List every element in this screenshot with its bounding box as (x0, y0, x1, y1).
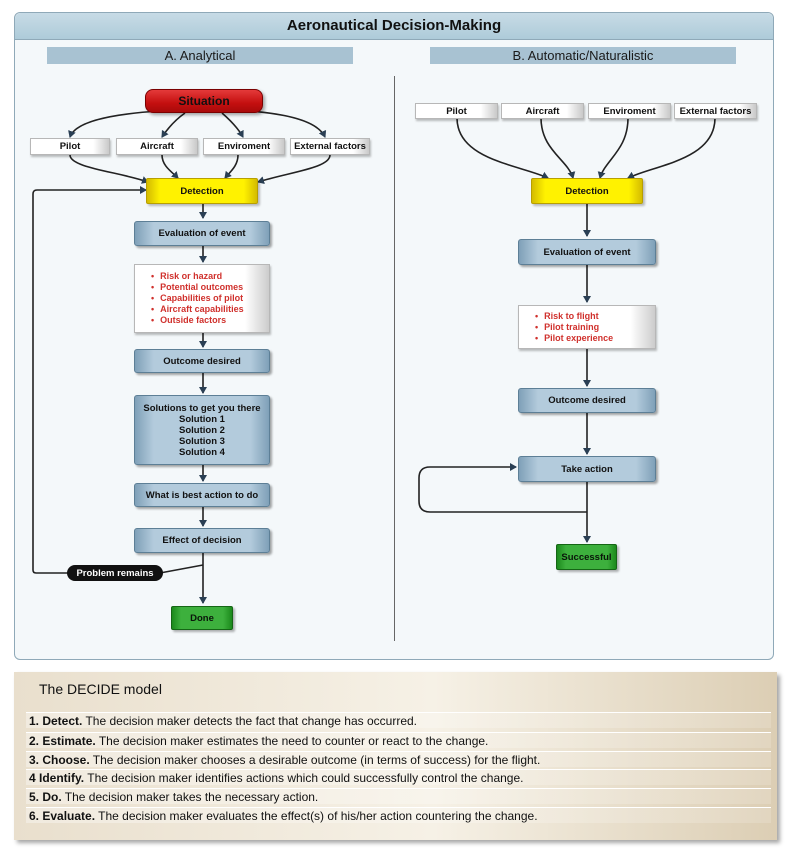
done-node: Done (171, 606, 233, 630)
decide-step-text: The decision maker chooses a desirable o… (89, 753, 541, 767)
naturalistic-outcome-desired: Outcome desired (518, 388, 656, 413)
decide-step-text: The decision maker estimates the need to… (95, 734, 489, 748)
decide-step-text: The decision maker takes the necessary a… (61, 790, 319, 804)
solution-item: Solution 3 (179, 435, 225, 447)
naturalistic-heading: B. Automatic/Naturalistic (430, 47, 736, 64)
decide-step: 3. Choose. The decision maker chooses a … (26, 751, 771, 767)
naturalistic-factor-aircraft: Aircraft (501, 103, 584, 119)
take-action-node: Take action (518, 456, 656, 482)
naturalistic-detection: Detection (531, 178, 643, 204)
consideration-item: Outside factors (151, 315, 269, 326)
successful-node: Successful (556, 544, 617, 570)
decide-step: 2. Estimate. The decision maker estimate… (26, 732, 771, 748)
consideration-item: Pilot training (535, 322, 655, 333)
consideration-item: Aircraft capabilities (151, 304, 269, 315)
decide-title: The DECIDE model (39, 681, 162, 697)
solutions-node: Solutions to get you there Solution 1 So… (134, 395, 270, 465)
consideration-item: Potential outcomes (151, 282, 269, 293)
solutions-title: Solutions to get you there (143, 402, 261, 414)
consideration-item: Risk to flight (535, 311, 655, 322)
analytical-evaluation: Evaluation of event (134, 221, 270, 246)
naturalistic-factor-pilot: Pilot (415, 103, 498, 119)
decide-step: 1. Detect. The decision maker detects th… (26, 712, 771, 728)
decide-step-label: 5. Do. (29, 790, 62, 804)
analytical-factor-aircraft: Aircraft (116, 138, 198, 155)
decide-step-text: The decision maker evaluates the effect(… (95, 809, 538, 823)
decide-step: 4 Identify. The decision maker identifie… (26, 769, 771, 785)
solution-item: Solution 2 (179, 424, 225, 436)
solution-item: Solution 1 (179, 413, 225, 425)
consideration-item: Pilot experience (535, 333, 655, 344)
analytical-heading: A. Analytical (47, 47, 353, 64)
analytical-factor-pilot: Pilot (30, 138, 110, 155)
naturalistic-considerations: Risk to flight Pilot training Pilot expe… (518, 305, 656, 349)
column-divider (394, 76, 395, 641)
effect-of-decision-node: Effect of decision (134, 528, 270, 553)
decide-step-text: The decision maker identifies actions wh… (84, 771, 524, 785)
analytical-detection: Detection (146, 178, 258, 204)
decide-step-label: 1. Detect. (29, 714, 83, 728)
decide-step-label: 6. Evaluate. (29, 809, 96, 823)
decide-step: 6. Evaluate. The decision maker evaluate… (26, 807, 771, 823)
naturalistic-factor-external: External factors (674, 103, 757, 119)
analytical-factor-environment: Enviroment (203, 138, 285, 155)
consideration-item: Risk or hazard (151, 271, 269, 282)
solution-item: Solution 4 (179, 446, 225, 458)
decide-step-text: The decision maker detects the fact that… (82, 714, 417, 728)
decide-step: 5. Do. The decision maker takes the nece… (26, 788, 771, 804)
analytical-factor-external: External factors (290, 138, 370, 155)
decide-step-label: 2. Estimate. (29, 734, 96, 748)
decide-model-panel: The DECIDE model 1. Detect. The decision… (14, 672, 777, 840)
decide-step-label: 4 Identify. (29, 771, 85, 785)
analytical-outcome-desired: Outcome desired (134, 349, 270, 373)
naturalistic-factor-environment: Enviroment (588, 103, 671, 119)
analytical-considerations: Risk or hazard Potential outcomes Capabi… (134, 264, 270, 333)
consideration-item: Capabilities of pilot (151, 293, 269, 304)
best-action-node: What is best action to do (134, 483, 270, 507)
situation-node: Situation (145, 89, 263, 113)
naturalistic-evaluation: Evaluation of event (518, 239, 656, 265)
diagram-title: Aeronautical Decision-Making (15, 13, 773, 40)
problem-remains-label: Problem remains (67, 565, 163, 581)
decide-step-label: 3. Choose. (29, 753, 90, 767)
